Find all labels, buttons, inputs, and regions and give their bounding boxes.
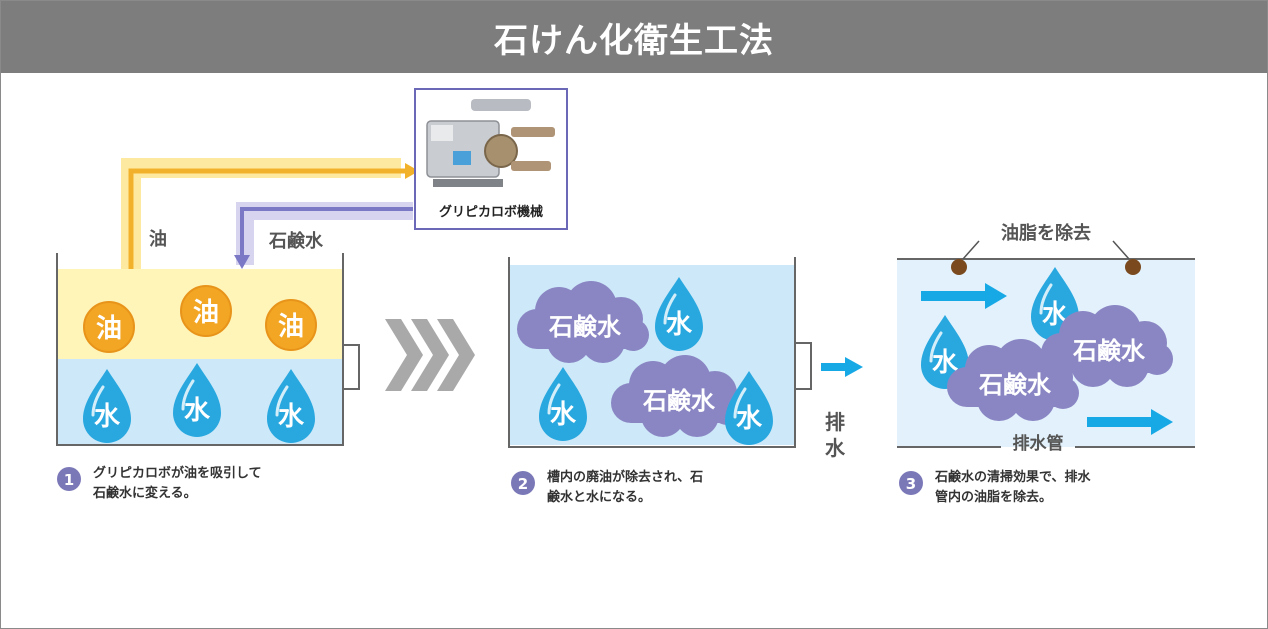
soap-cloud-label: 石鹸水 xyxy=(1072,337,1146,365)
step-text-line: 槽内の廃油が除去され、石 xyxy=(547,469,703,485)
soap-cloud-label: 石鹸水 xyxy=(642,387,716,415)
water-drop-label: 水 xyxy=(184,396,211,426)
step-number: 3 xyxy=(906,475,916,493)
soap-cloud-label: 石鹸水 xyxy=(978,371,1052,399)
page-title: 石けん化衛生工法 xyxy=(494,20,774,61)
oil-flow-label: 油 xyxy=(149,228,167,250)
oil-blob-label: 油 xyxy=(193,298,219,328)
water-drop-label: 水 xyxy=(94,402,121,432)
water-drop-label: 水 xyxy=(550,400,577,430)
water-drop-label: 水 xyxy=(666,310,693,340)
tank-1-outlet xyxy=(343,344,360,390)
step-text-line: グリピカロボが油を吸引して xyxy=(93,465,262,481)
progress-chevrons xyxy=(385,319,475,391)
drain-label-1: 排 xyxy=(825,410,845,434)
drain-pipe-label: 排水管 xyxy=(1013,433,1064,454)
grease-spot xyxy=(1125,259,1141,275)
step-badge xyxy=(57,467,81,491)
machine-image xyxy=(426,99,555,187)
tank-3-pipe: 油脂を除去 水 水 石鹸水 石鹸水 排水管 xyxy=(897,222,1195,454)
step-3: 3 石鹸水の清掃効果で、排水 管内の油脂を除去。 xyxy=(899,469,1091,505)
tank-2-outlet xyxy=(795,342,812,390)
soap-flow-label: 石鹸水 xyxy=(268,230,324,252)
step-badge xyxy=(899,471,923,495)
step-2: 2 槽内の廃油が除去され、石 鹸水と水になる。 xyxy=(511,469,703,505)
step-text-line: 石鹸水に変える。 xyxy=(92,485,197,501)
step-text-line: 石鹸水の清掃効果で、排水 xyxy=(934,469,1091,485)
step-number: 2 xyxy=(518,475,528,493)
step-badge xyxy=(511,471,535,495)
oil-flow-arrow xyxy=(121,158,419,269)
drain-arrow xyxy=(821,357,863,377)
step-1: 1 グリピカロボが油を吸引して 石鹸水に変える。 xyxy=(57,465,262,501)
oil-blob-label: 油 xyxy=(96,314,122,344)
flow-arrow xyxy=(921,283,1007,309)
tank-1: 油 油 油 水 水 水 xyxy=(56,253,360,446)
flow-arrow xyxy=(1087,409,1173,435)
water-drop-label: 水 xyxy=(736,404,763,434)
grease-remove-label: 油脂を除去 xyxy=(1001,222,1091,244)
oil-blob-label: 油 xyxy=(278,312,304,342)
machine-box: グリピカロボ機械 xyxy=(414,88,568,230)
grease-spot xyxy=(951,259,967,275)
step-text-line: 鹸水と水になる。 xyxy=(547,489,651,505)
soap-flow-arrow xyxy=(234,202,413,269)
step-text-line: 管内の油脂を除去。 xyxy=(935,489,1052,505)
water-drop-label: 水 xyxy=(278,402,305,432)
step-number: 1 xyxy=(64,471,74,489)
tank-2: 石鹸水 水 水 石鹸水 水 xyxy=(508,257,812,448)
tank-1-wall xyxy=(56,253,344,446)
title-bar: 石けん化衛生工法 xyxy=(1,1,1267,73)
drain-label-2: 水 xyxy=(825,436,846,460)
soap-cloud-label: 石鹸水 xyxy=(548,313,622,341)
machine-label: グリピカロボ機械 xyxy=(439,204,543,220)
